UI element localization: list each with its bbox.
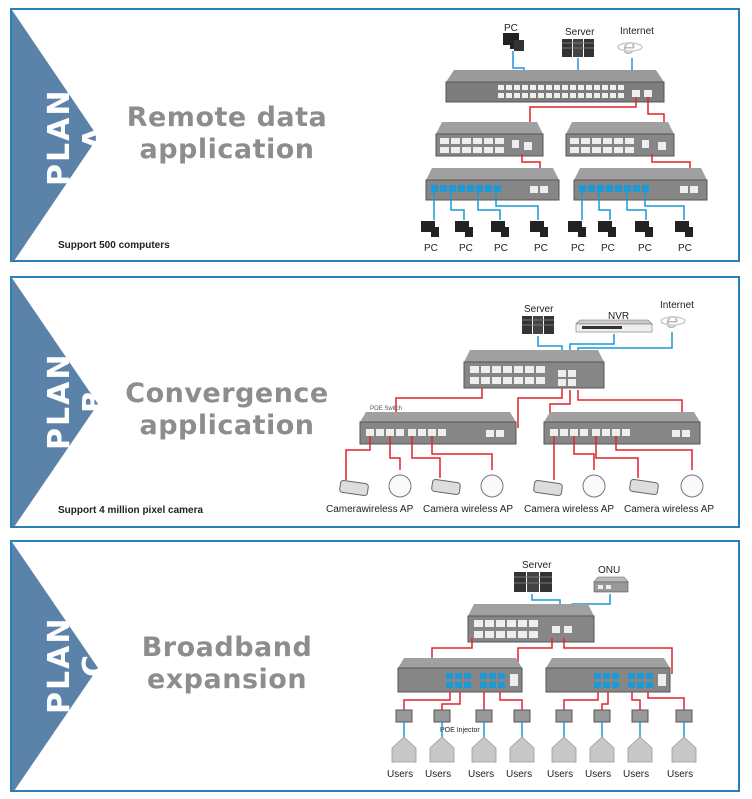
plan-c-title: Broadband expansion [122,632,332,696]
camera-icon [339,478,659,497]
pc-label: PC [424,243,438,254]
top-pc-label: PC [504,23,518,34]
onu-icon [593,576,629,593]
users-label: Users [468,769,494,780]
plan-a-title-line2: application [139,134,315,165]
svg-text:POE Switch: POE Switch [370,406,402,412]
pc-label: PC [638,243,652,254]
users-label: Users [506,769,532,780]
pc-label: PC [534,243,548,254]
plan-c-title-line1: Broadband [141,632,313,663]
users-label: Users [425,769,451,780]
switch-icon [359,412,517,445]
plan-c-diagram: Server ONU [387,560,697,780]
pc-label: PC [571,243,585,254]
plan-b-title: Convergence application [122,378,332,442]
users-label: Users [387,769,413,780]
server-icon [562,39,594,57]
plan-a-note: Support 500 computers [58,240,170,251]
switch-icon [545,658,671,693]
wireless-ap-icon [388,474,704,498]
internet-icon: e [660,308,686,333]
server-label: Server [565,27,595,38]
pc-icon [421,221,693,237]
pc-icon [503,33,524,51]
plan-c-arrow [12,542,98,790]
plan-b-arrow [12,278,98,526]
plan-b-diagram: Server NVR Internet e [326,300,714,515]
switch-icon [543,412,701,445]
plan-a-title-line1: Remote data [126,102,328,133]
onu-label: ONU [598,565,620,576]
pc-label: PC [601,243,615,254]
pc-label: PC [459,243,473,254]
plan-b-panel: PLAN B Convergence application Support 4… [10,276,740,528]
server-label: Server [524,304,554,315]
svg-text:e: e [623,34,635,59]
server-icon [522,316,554,334]
svg-text:e: e [666,308,678,333]
users-label: Users [623,769,649,780]
internet-icon: e [617,34,643,59]
plan-b-title-line2: application [139,410,315,441]
server-label: Server [522,560,552,571]
switch-icon [435,122,544,157]
plan-c-title-line2: expansion [146,664,308,695]
switch-icon [463,350,605,389]
plan-b-title-line1: Convergence [125,378,329,409]
nvr-icon [575,319,653,333]
plan-b-note: Support 4 million pixel camera [58,505,204,516]
nvr-label: NVR [608,311,629,322]
switch-icon [397,658,523,693]
plan-a-panel: PLAN A Remote data application Support 5… [10,8,740,262]
bottom-label: Camera wireless AP [524,504,614,515]
users-label: Users [547,769,573,780]
bottom-label: Camerawireless AP [326,504,414,515]
bottom-label: Camera wireless AP [624,504,714,515]
internet-label: Internet [620,26,654,37]
poe-injector-icon [395,709,693,723]
pc-label: PC [678,243,692,254]
pc-label: PC [494,243,508,254]
switch-icon [467,604,595,643]
switch-icon [573,168,708,201]
plan-a-diagram: PC Server e Internet [421,23,708,254]
plan-c-panel: PLAN C Broadband expansion Server ONU [10,540,740,792]
switch-icon [445,70,665,103]
switch-icon [425,168,560,201]
users-label: Users [667,769,693,780]
switch-icon [565,122,675,157]
plan-a-title: Remote data application [122,102,332,166]
bottom-label: Camera wireless AP [423,504,513,515]
plan-a-arrow [12,10,98,260]
poe-injector-label: POE Injector [440,727,480,734]
internet-label: Internet [660,300,694,311]
users-label: Users [585,769,611,780]
server-icon [514,572,552,592]
house-icon [391,736,697,763]
